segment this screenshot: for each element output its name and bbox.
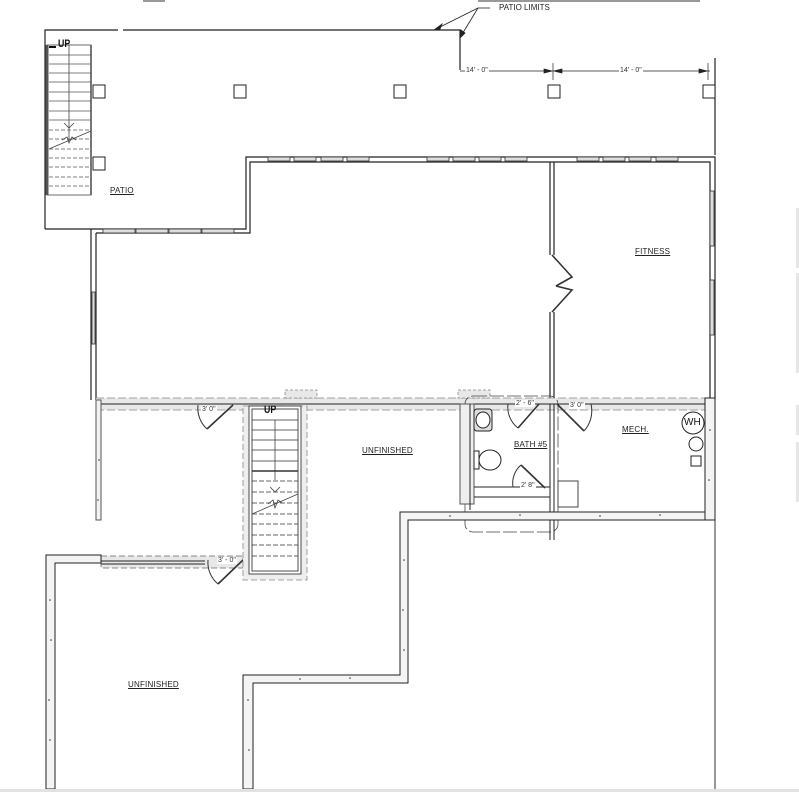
interior-wall-band — [96, 389, 710, 411]
interior-stair — [242, 405, 308, 581]
patio-columns — [92, 84, 716, 171]
windows — [91, 156, 715, 345]
dimension-label-2: 14' - 0" — [619, 67, 643, 74]
dimension-line — [460, 63, 710, 80]
page-edge-slivers — [796, 208, 799, 502]
room-label-unfinished-lower: UNFINISHED — [128, 680, 179, 689]
door-dim-bath: 2' - 6" — [515, 400, 535, 407]
room-label-bath: BATH #5 — [514, 440, 548, 449]
door-dim-left-room: 3' 0" — [201, 406, 217, 413]
exterior-stair — [45, 44, 92, 196]
patio-outline — [44, 29, 716, 229]
upper-building-walls — [45, 156, 716, 400]
bath-mech-doors — [507, 403, 593, 489]
room-label-fitness: FITNESS — [635, 247, 671, 256]
fitness-bifold-door — [551, 254, 574, 313]
room-label-unfinished-upper: UNFINISHED — [362, 446, 413, 455]
door-dim-lower-room: 3' - 0" — [217, 557, 237, 564]
dimension-label-1: 14' - 0" — [465, 67, 489, 74]
mech-fixtures — [681, 411, 705, 467]
patio-limits-note: PATIO LIMITS — [499, 3, 550, 12]
bath-fixtures — [473, 408, 502, 471]
page-bottom-edge — [0, 789, 799, 792]
foundation-walls — [45, 397, 716, 790]
exterior-stair-up-label: UP — [58, 38, 71, 50]
door-left-room — [197, 404, 234, 430]
left-room-walls — [95, 399, 244, 569]
interior-stair-up-label: UP — [264, 404, 277, 416]
patio-limits-leader — [433, 7, 490, 40]
room-label-patio: PATIO — [110, 186, 134, 195]
water-heater-label: WH — [684, 417, 701, 428]
room-label-mech: MECH. — [622, 425, 649, 434]
door-lower-room — [207, 559, 244, 585]
door-dim-mech: 3' 0" — [569, 402, 585, 409]
door-dim-bath-inner: 2' 8" — [520, 482, 536, 489]
concrete-speckle — [48, 429, 711, 751]
